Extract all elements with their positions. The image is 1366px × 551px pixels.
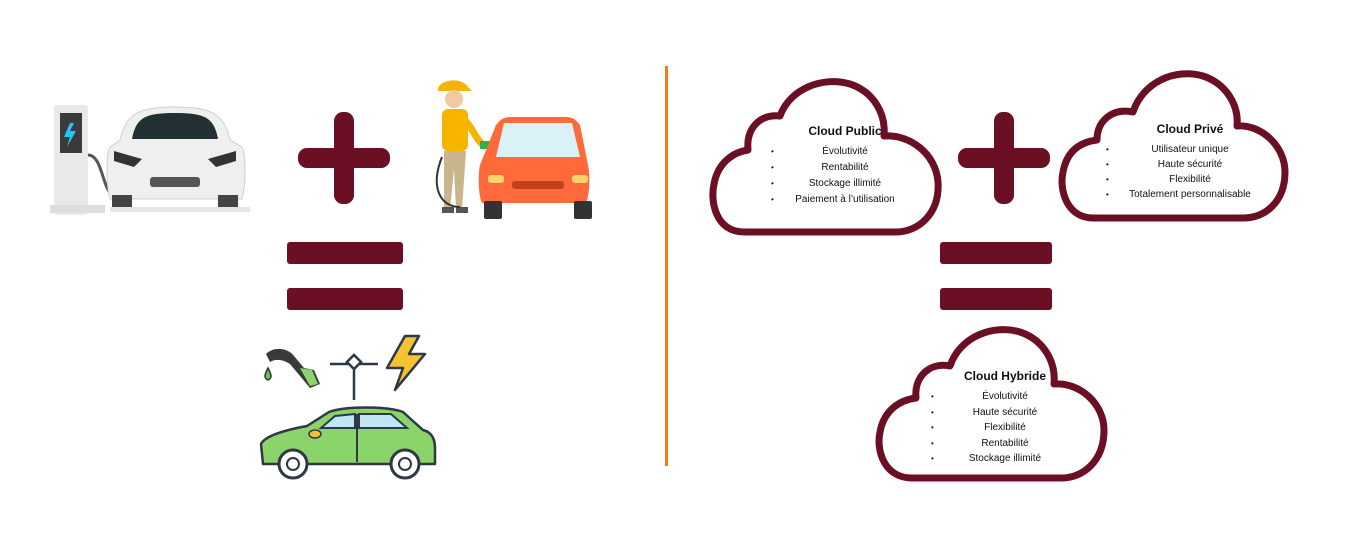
cloud-public-title: Cloud Public bbox=[808, 124, 882, 138]
list-item: Paiement à l’utilisation bbox=[771, 192, 915, 208]
list-item: Stockage illimité bbox=[771, 176, 915, 192]
cloud-private-title: Cloud Privé bbox=[1156, 122, 1224, 136]
cloud-private-list: Utilisateur unique Haute sécurité Flexib… bbox=[1106, 142, 1270, 202]
cloud-hybrid-list: Évolutivité Haute sécurité Flexibilité R… bbox=[931, 389, 1075, 467]
cloud-hybrid: Cloud Hybride Évolutivité Haute sécurité… bbox=[931, 369, 1075, 467]
fuel-nozzle-icon bbox=[264, 348, 320, 388]
equals-sign-right bbox=[940, 242, 1052, 310]
electric-car-charging-icon bbox=[50, 105, 250, 215]
plus-sign bbox=[298, 112, 390, 204]
list-item: Évolutivité bbox=[771, 144, 915, 160]
gas-station-attendant-car-icon bbox=[435, 80, 592, 219]
list-item: Stockage illimité bbox=[931, 451, 1075, 467]
cloud-public: Cloud Public Évolutivité Rentabilité Sto… bbox=[771, 124, 915, 208]
lightning-icon bbox=[385, 334, 427, 392]
plus-sign-right bbox=[958, 112, 1050, 204]
list-item: Évolutivité bbox=[931, 389, 1075, 405]
list-item: Utilisateur unique bbox=[1106, 142, 1270, 157]
list-item: Rentabilité bbox=[931, 436, 1075, 452]
cloud-public-list: Évolutivité Rentabilité Stockage illimit… bbox=[771, 144, 915, 208]
equals-sign bbox=[287, 242, 403, 310]
list-item: Totalement personnalisable bbox=[1106, 187, 1270, 202]
list-item: Flexibilité bbox=[1106, 172, 1270, 187]
list-item: Rentabilité bbox=[771, 160, 915, 176]
connector-icon bbox=[330, 353, 378, 400]
list-item: Flexibilité bbox=[931, 420, 1075, 436]
list-item: Haute sécurité bbox=[931, 405, 1075, 421]
list-item: Haute sécurité bbox=[1106, 157, 1270, 172]
hybrid-car-icon bbox=[259, 406, 437, 480]
cloud-private: Cloud Privé Utilisateur unique Haute séc… bbox=[1106, 122, 1270, 202]
divider-line bbox=[665, 66, 668, 466]
cloud-hybrid-title: Cloud Hybride bbox=[963, 369, 1046, 383]
